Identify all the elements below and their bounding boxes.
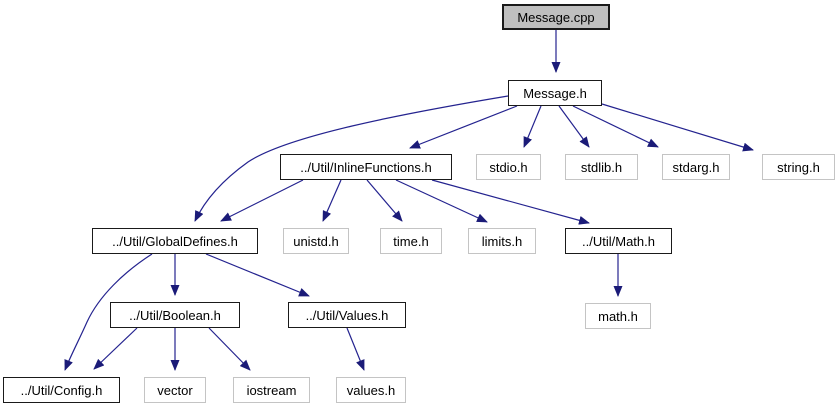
- graph-node-stdlib-h: stdlib.h: [565, 154, 638, 180]
- graph-node-stdarg-h: stdarg.h: [662, 154, 730, 180]
- graph-node-math-sys-h: math.h: [585, 303, 651, 329]
- edge-globaldefines-valuesutil: [205, 253, 310, 297]
- edge-inline-unistd: [322, 179, 342, 222]
- graph-node-config-h[interactable]: ../Util/Config.h: [3, 377, 120, 403]
- graph-node-message-cpp: Message.cpp: [502, 4, 610, 30]
- graph-node-limits-h: limits.h: [468, 228, 536, 254]
- graph-node-message-h[interactable]: Message.h: [508, 80, 602, 106]
- graph-node-global-defines-h[interactable]: ../Util/GlobalDefines.h: [92, 228, 258, 254]
- edge-boolean-iostream: [208, 327, 251, 371]
- graph-node-boolean-h[interactable]: ../Util/Boolean.h: [110, 302, 240, 328]
- graph-node-values-sys-h: values.h: [336, 377, 406, 403]
- edge-messageh-stdio: [523, 105, 542, 148]
- edge-inline-limits: [395, 179, 488, 223]
- graph-node-iostream: iostream: [233, 377, 310, 403]
- graph-node-math-util-h[interactable]: ../Util/Math.h: [565, 228, 672, 254]
- edge-inline-mathutil: [431, 179, 590, 225]
- edge-messageh-inlinefunctions: [409, 105, 518, 149]
- edge-messageh-stdlib: [558, 105, 590, 148]
- edge-inline-globaldefines: [220, 179, 304, 222]
- edge-globaldefines-config: [64, 253, 153, 371]
- edge-boolean-config: [93, 327, 138, 370]
- graph-node-vector: vector: [144, 377, 206, 403]
- edge-messageh-stdarg: [572, 105, 659, 148]
- edge-inline-time: [366, 179, 403, 222]
- graph-node-unistd-h: unistd.h: [283, 228, 349, 254]
- graph-node-stdio-h: stdio.h: [476, 154, 541, 180]
- graph-node-inline-functions-h[interactable]: ../Util/InlineFunctions.h: [280, 154, 452, 180]
- graph-node-values-util-h[interactable]: ../Util/Values.h: [288, 302, 406, 328]
- edge-valuesutil-valuessys: [346, 327, 365, 371]
- edge-messageh-string: [601, 103, 754, 152]
- graph-node-time-h: time.h: [380, 228, 442, 254]
- edge-messageh-globaldefines: [194, 95, 509, 222]
- graph-node-string-h: string.h: [762, 154, 835, 180]
